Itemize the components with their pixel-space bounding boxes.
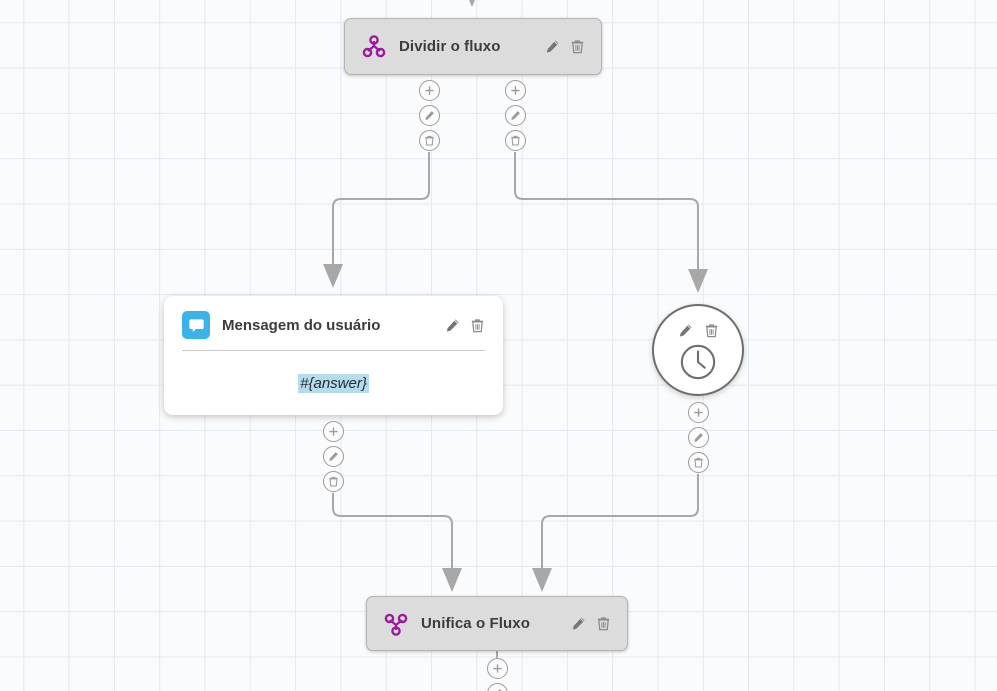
split-flow-icon (361, 34, 387, 60)
edit-icon[interactable] (444, 317, 460, 333)
edge-user-message-to-merge (332, 493, 462, 592)
edit-connection-button[interactable] (419, 105, 440, 126)
delete-connection-button[interactable] (688, 452, 709, 473)
add-node-button[interactable] (505, 80, 526, 101)
edit-connection-button[interactable] (688, 427, 709, 448)
edge-buttons-user-message[interactable] (323, 421, 344, 492)
node-title: Mensagem do usuário (222, 316, 381, 334)
card-body: #{answer} (164, 351, 503, 415)
edge-split-to-timer (514, 152, 708, 293)
delete-icon[interactable] (569, 39, 585, 55)
edit-connection-button[interactable] (487, 683, 508, 691)
edit-connection-button[interactable] (323, 446, 344, 467)
delete-connection-button[interactable] (505, 130, 526, 151)
node-dividir-o-fluxo[interactable]: Dividir o fluxo (344, 18, 602, 75)
add-node-button[interactable] (419, 80, 440, 101)
delete-icon[interactable] (703, 322, 719, 338)
edge-split-to-user-message (323, 152, 430, 288)
edge-buttons-split-left[interactable] (419, 80, 440, 151)
delete-icon[interactable] (469, 317, 485, 333)
add-node-button[interactable] (323, 421, 344, 442)
add-node-button[interactable] (688, 402, 709, 423)
edge-buttons-merge[interactable] (487, 658, 508, 691)
edit-icon[interactable] (544, 39, 560, 55)
node-actions (570, 616, 611, 632)
card-header: Mensagem do usuário (164, 296, 503, 339)
merge-flow-icon (383, 611, 409, 637)
card-divider (182, 350, 485, 351)
edge-timer-to-merge (532, 474, 699, 592)
add-node-button[interactable] (487, 658, 508, 679)
delete-icon[interactable] (595, 616, 611, 632)
node-actions (544, 39, 585, 55)
node-mensagem-do-usuario[interactable]: Mensagem do usuário (164, 296, 503, 415)
delete-connection-button[interactable] (323, 471, 344, 492)
edge-buttons-timer[interactable] (688, 402, 709, 473)
edge-buttons-split-right[interactable] (505, 80, 526, 151)
node-title: Unifica o Fluxo (421, 615, 531, 632)
edit-icon[interactable] (570, 616, 586, 632)
clock-icon (679, 343, 717, 386)
node-timer[interactable] (652, 304, 744, 396)
edit-icon[interactable] (677, 322, 693, 338)
delete-connection-button[interactable] (419, 130, 440, 151)
node-actions (444, 317, 485, 333)
node-actions (677, 322, 719, 338)
variable-token: #{answer} (298, 373, 369, 393)
chat-bubble-icon (182, 311, 210, 339)
edit-connection-button[interactable] (505, 105, 526, 126)
node-title: Dividir o fluxo (399, 38, 501, 55)
node-unifica-o-fluxo[interactable]: Unifica o Fluxo (366, 596, 628, 651)
